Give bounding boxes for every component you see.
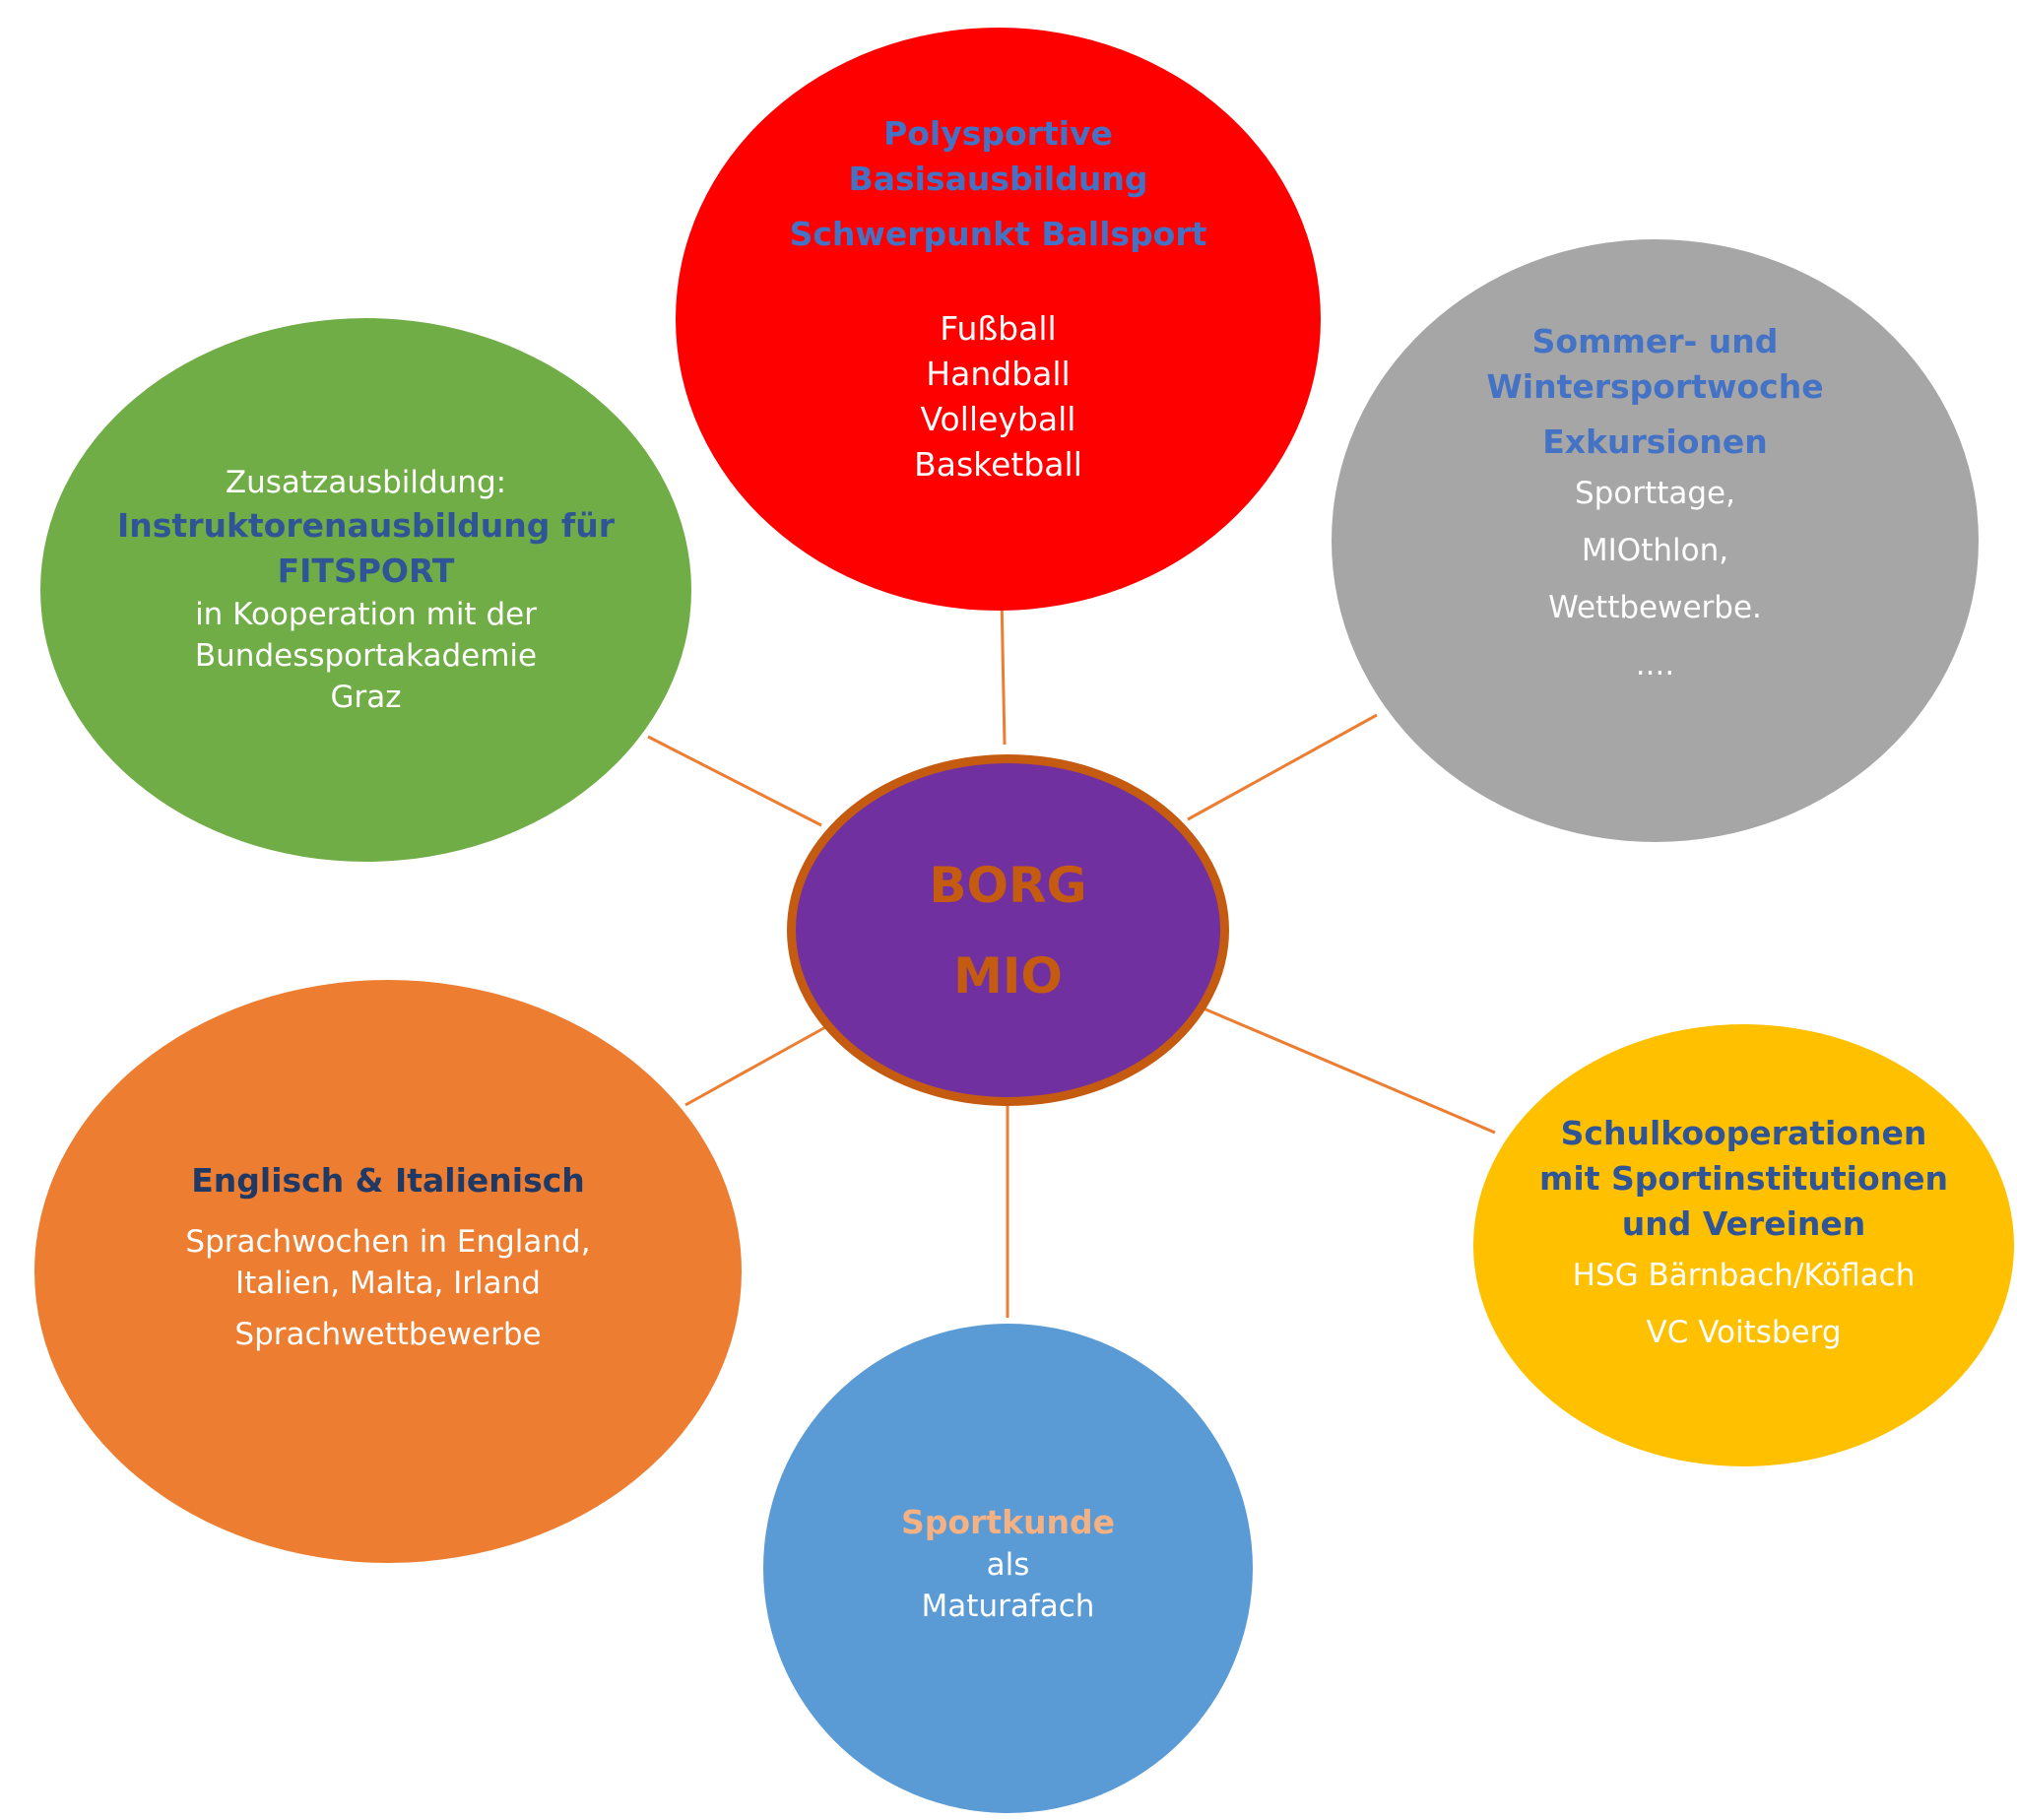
node-sportwoche: Sommer- und Wintersportwoche Exkursionen… xyxy=(1332,239,1979,842)
sportwoche-item: .... xyxy=(1635,647,1675,682)
sportkunde-heading: Sportkunde xyxy=(900,1502,1116,1541)
zusatz-line: Bundessportakademie xyxy=(194,638,538,674)
connector-lower-right xyxy=(1203,1007,1496,1135)
kooperation-heading-line2: mit Sportinstitutionen xyxy=(1539,1158,1948,1198)
zusatz-heading-line2: FITSPORT xyxy=(277,552,455,590)
zusatz-heading-line1: Instruktorenausbildung für xyxy=(117,506,615,545)
node-sportkunde: Sportkunde als Maturafach xyxy=(763,1324,1253,1813)
sportkunde-line: Maturafach xyxy=(921,1588,1095,1624)
sprachen-line: Italien, Malta, Irland xyxy=(235,1266,541,1301)
kooperation-heading-line3: und Vereinen xyxy=(1621,1203,1866,1243)
node-zusatzausbildung: Zusatzausbildung: Instruktorenausbildung… xyxy=(40,318,691,862)
sportwoche-item: Wettbewerbe. xyxy=(1548,590,1762,625)
sprachen-line: Sprachwochen in England, xyxy=(185,1224,591,1260)
ballsport-item: Handball xyxy=(926,355,1071,393)
sportwoche-heading-line2: Wintersportwoche xyxy=(1486,367,1824,406)
ballsport-item: Volleyball xyxy=(920,400,1076,438)
sportwoche-heading-line1: Sommer- und xyxy=(1531,322,1779,360)
kooperation-item: HSG Bärnbach/Köflach xyxy=(1572,1257,1916,1293)
ballsport-item: Fußball xyxy=(940,309,1057,348)
ballsport-heading-line2: Basisausbildung xyxy=(848,160,1148,198)
ballsport-item: Basketball xyxy=(914,445,1082,484)
connector-lower-left xyxy=(684,1024,828,1107)
connector-left xyxy=(647,735,822,827)
zusatz-line: Graz xyxy=(330,680,402,715)
center-title-line2: MIO xyxy=(953,946,1063,1005)
ballsport-heading-line1: Polysportive xyxy=(883,114,1113,153)
zusatz-intro: Zusatzausbildung: xyxy=(225,465,507,500)
sprachen-heading: Englisch & Italienisch xyxy=(191,1161,585,1200)
exkursionen-heading: Exkursionen xyxy=(1542,422,1768,461)
center-title-line1: BORG xyxy=(929,856,1087,914)
ballsport-subheading: Schwerpunkt Ballsport xyxy=(789,215,1207,253)
sportwoche-item: MIOthlon, xyxy=(1581,533,1729,568)
sportkunde-line: als xyxy=(986,1546,1030,1583)
node-center-borg-mio: BORG MIO xyxy=(787,754,1229,1106)
node-sprachen: Englisch & Italienisch Sprachwochen in E… xyxy=(34,980,742,1563)
connector-top xyxy=(1000,596,1007,746)
zusatz-line: in Kooperation mit der xyxy=(195,597,537,632)
sportwoche-item: Sporttage, xyxy=(1575,476,1735,511)
node-ballsport: Polysportive Basisausbildung Schwerpunkt… xyxy=(676,28,1321,611)
node-schulkooperationen: Schulkooperationen mit Sportinstitutione… xyxy=(1473,1024,2014,1466)
kooperation-heading-line1: Schulkooperationen xyxy=(1560,1113,1927,1152)
connector-right xyxy=(1187,713,1378,821)
sprachen-extra: Sprachwettbewerbe xyxy=(234,1317,542,1352)
kooperation-item: VC Voitsberg xyxy=(1646,1314,1842,1350)
